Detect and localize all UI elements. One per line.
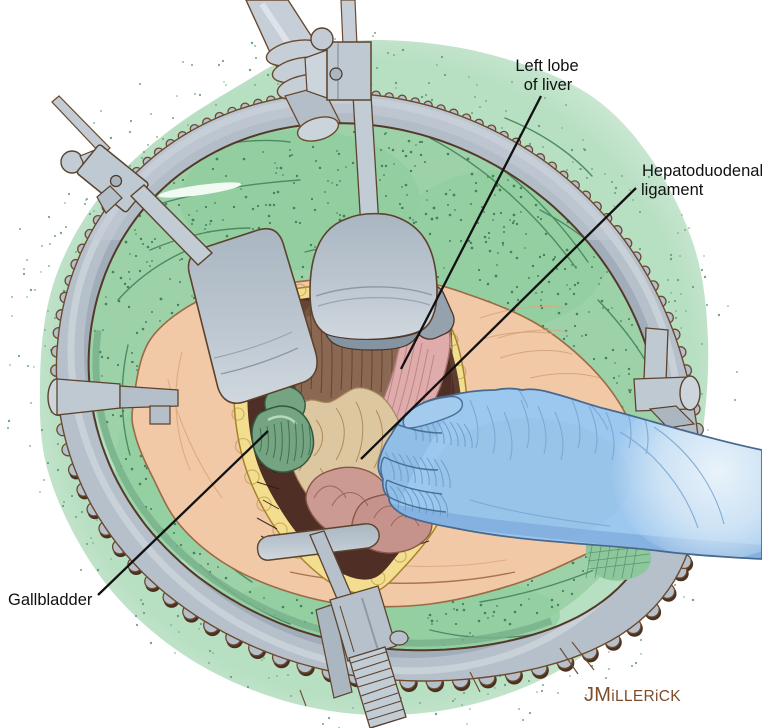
svg-text:Left lobe: Left lobe [515,57,578,75]
svg-text:Gallbladder: Gallbladder [8,591,93,609]
svg-text:of liver: of liver [524,76,573,94]
svg-text:JMiLLERiCK: JMiLLERiCK [584,684,681,706]
svg-text:Hepatoduodenal: Hepatoduodenal [642,162,762,180]
svg-text:ligament: ligament [641,181,704,199]
